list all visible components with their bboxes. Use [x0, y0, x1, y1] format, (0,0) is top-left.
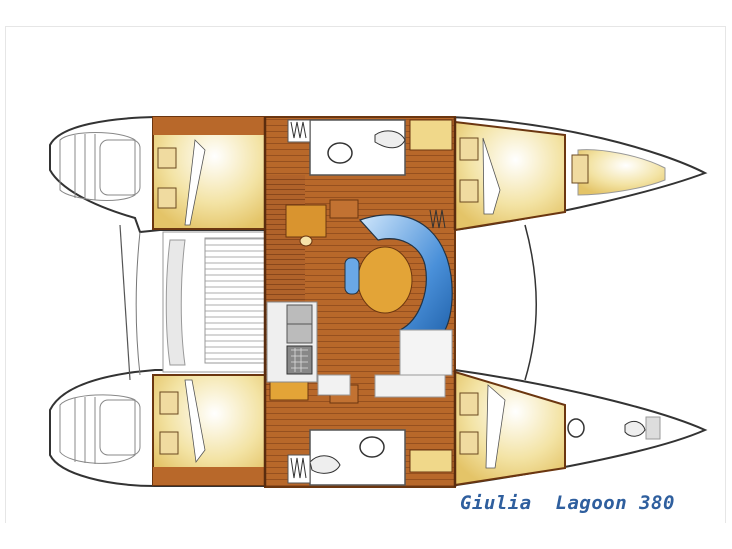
dinette — [344, 209, 453, 376]
stove-icon — [286, 345, 313, 375]
port-forward-berth — [571, 149, 666, 196]
starboard-aft-steps — [59, 394, 141, 464]
aft-port-cabin — [152, 116, 266, 230]
toilet-icon — [327, 142, 353, 164]
nav-table — [285, 204, 327, 238]
port-aft-steps — [59, 132, 141, 201]
boat-name-caption: Giulia Lagoon 380 — [460, 492, 675, 514]
sink-icon — [624, 420, 646, 437]
stool — [344, 257, 360, 295]
starboard-head — [269, 379, 453, 486]
galley — [266, 301, 446, 398]
cockpit — [162, 231, 266, 373]
toilet-icon — [567, 418, 585, 438]
aft-starboard-cabin — [152, 374, 266, 486]
forward-port-cabin — [454, 120, 566, 232]
sink-icon — [374, 130, 406, 149]
starboard-forward-head — [567, 416, 661, 440]
forward-starboard-cabin — [454, 370, 566, 487]
port-head — [287, 119, 453, 176]
sink-icon — [309, 455, 341, 474]
dining-table — [357, 246, 413, 314]
toilet-icon — [359, 436, 385, 458]
